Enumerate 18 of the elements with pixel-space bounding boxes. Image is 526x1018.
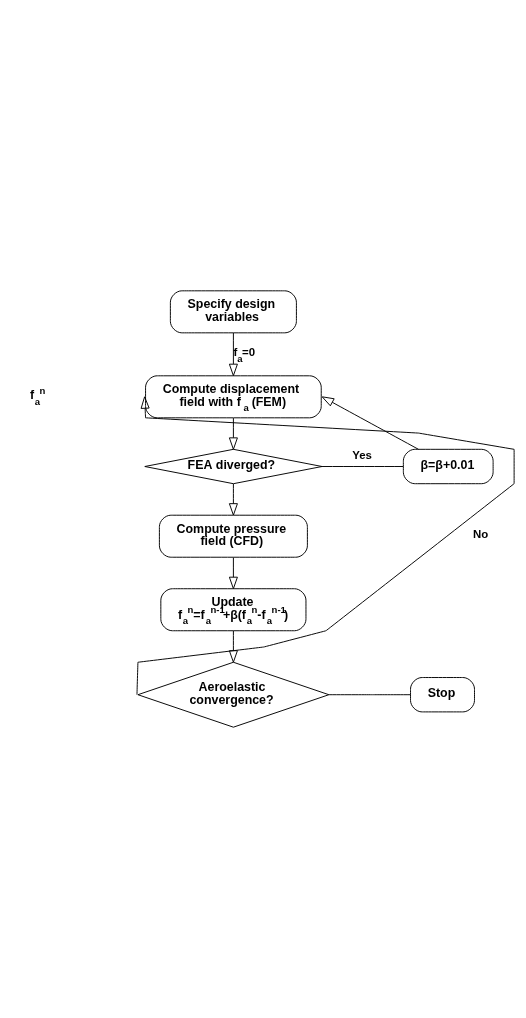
node-box: Compute pressure field (CFD) (158, 514, 308, 558)
node-box: Specify design variables (169, 290, 297, 334)
edge-label: No (473, 528, 489, 541)
node-diamond: FEA diverged? (144, 448, 323, 485)
arrow (321, 396, 419, 450)
arrow (228, 417, 238, 450)
connector (321, 466, 404, 467)
node-diamond: Aeroelastic convergence? (137, 661, 330, 728)
arrow (228, 332, 238, 377)
arrow (228, 557, 238, 590)
arrow (136, 396, 515, 696)
connector (328, 694, 411, 696)
node-box: Stop (410, 677, 475, 713)
edge-label: Yes (352, 449, 372, 462)
node-box: β=β+0.01 (402, 448, 494, 485)
node-box: Compute displacement field with f$_{a}$ (FEM) (145, 375, 322, 419)
arrow (228, 483, 238, 516)
arrow (228, 630, 238, 663)
